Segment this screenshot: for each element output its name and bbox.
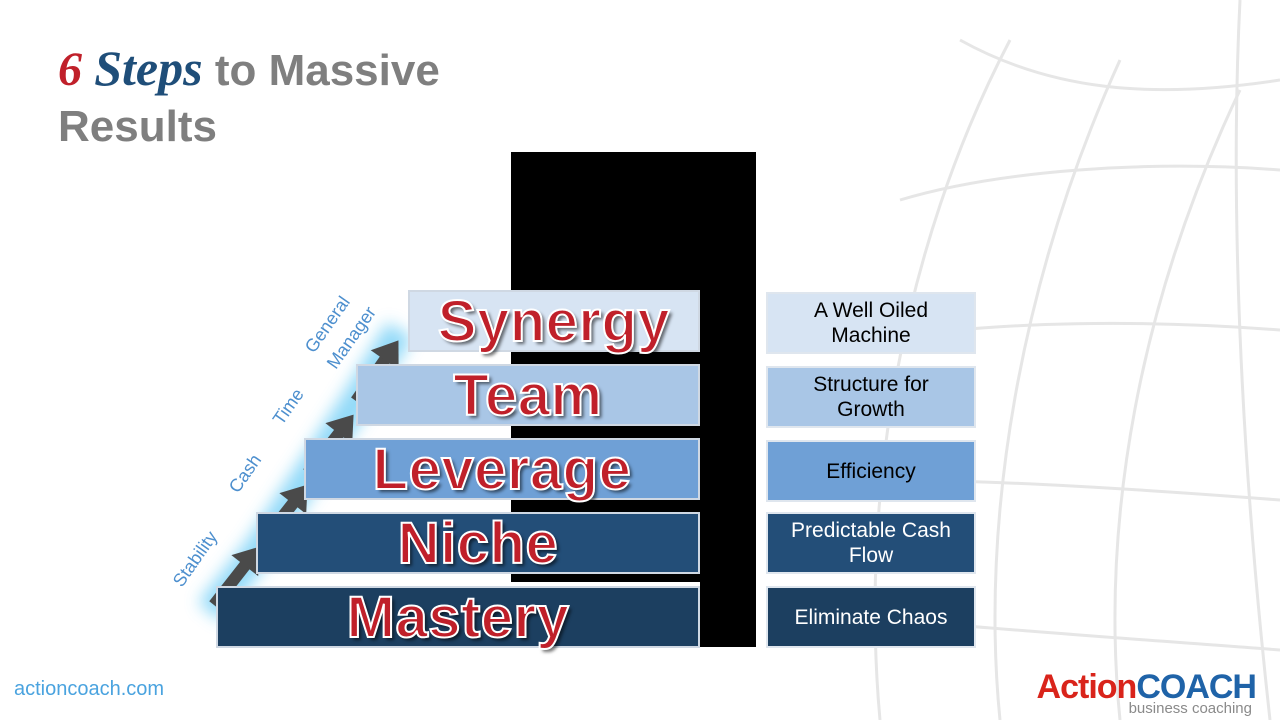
desc-box: A Well Oiled Machine bbox=[766, 292, 976, 354]
title-line2: Results bbox=[58, 102, 217, 151]
desc-text: Predictable Cash Flow bbox=[791, 519, 951, 567]
desc-text: Eliminate Chaos bbox=[794, 605, 948, 629]
black-block-right bbox=[700, 152, 756, 647]
step-label: Synergy bbox=[437, 288, 671, 355]
logo-wordmark: ActionCOACH bbox=[1036, 668, 1257, 707]
title-steps: Steps bbox=[94, 40, 203, 96]
logo-coach: COACH bbox=[1136, 668, 1257, 706]
step-label: Mastery bbox=[346, 584, 570, 651]
step-bar-leverage: Leverage bbox=[304, 436, 700, 503]
step-bar-team: Team bbox=[356, 362, 700, 429]
title-number: 6 bbox=[58, 43, 82, 96]
desc-box: Structure for Growth bbox=[766, 366, 976, 428]
step-bar-mastery: Mastery bbox=[216, 584, 700, 651]
step-label: Team bbox=[452, 362, 603, 429]
desc-box: Eliminate Chaos bbox=[766, 586, 976, 648]
desc-box: Predictable Cash Flow bbox=[766, 512, 976, 574]
step-bar-synergy: Synergy bbox=[408, 288, 700, 355]
logo-action: Action bbox=[1036, 668, 1138, 706]
footer-site-link[interactable]: actioncoach.com bbox=[14, 678, 165, 700]
actioncoach-logo: ActionCOACH business coaching bbox=[1030, 668, 1270, 718]
page-title: 6 Steps to Massive Results bbox=[58, 40, 578, 155]
desc-text: A Well Oiled Machine bbox=[814, 299, 928, 347]
desc-text: Structure for Growth bbox=[813, 373, 929, 421]
desc-text: Efficiency bbox=[826, 459, 916, 483]
step-label: Niche bbox=[397, 510, 559, 577]
title-rest: to Massive bbox=[202, 46, 440, 95]
desc-box: Efficiency bbox=[766, 440, 976, 502]
step-label: Leverage bbox=[372, 436, 632, 503]
step-bar-niche: Niche bbox=[256, 510, 700, 577]
logo-tagline: business coaching bbox=[1128, 700, 1252, 717]
